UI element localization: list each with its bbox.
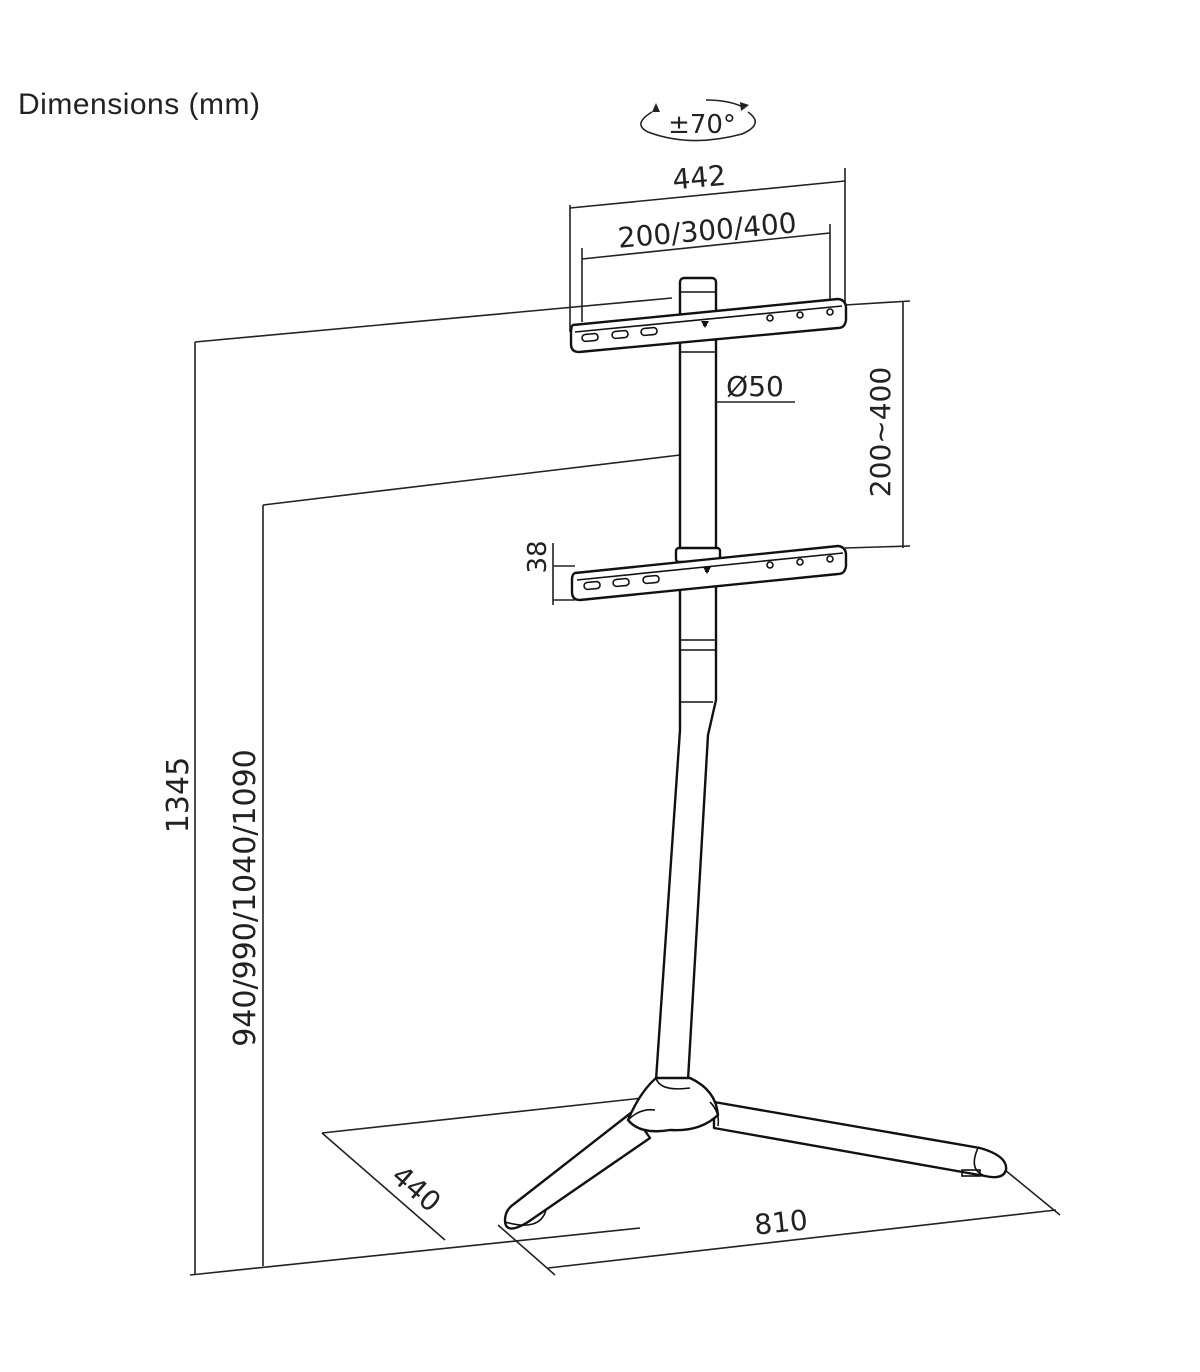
height-dimension-lines: [194, 297, 681, 1275]
rotation-label: ±70°: [668, 110, 736, 140]
vertical-adjust-label: 200~400: [864, 367, 897, 497]
floor-plane: [189, 505, 653, 1276]
rotation-indicator: ±70°: [640, 99, 756, 142]
base-width-dimension: [497, 1169, 1061, 1276]
vertical-adjust-dimension: [844, 300, 911, 549]
base-width-label: 810: [753, 1203, 810, 1241]
pole-diameter-label: Ø50: [726, 370, 784, 403]
base-depth-label: 440: [385, 1159, 447, 1219]
total-height-label: 1345: [161, 757, 196, 833]
top-width-dimensions: [569, 168, 846, 332]
bracket-height-label: 38: [523, 540, 553, 573]
bracket-width-label: 442: [671, 159, 727, 197]
upper-bracket: [569, 297, 848, 354]
vesa-label: 200/300/400: [616, 206, 797, 254]
tripod-base: [503, 1076, 1008, 1230]
mount-heights-label: 940/990/1040/1090: [228, 749, 263, 1047]
page-title: Dimensions (mm): [18, 88, 261, 121]
lower-bracket: [570, 544, 848, 602]
bracket-height-dimension: [552, 543, 575, 605]
